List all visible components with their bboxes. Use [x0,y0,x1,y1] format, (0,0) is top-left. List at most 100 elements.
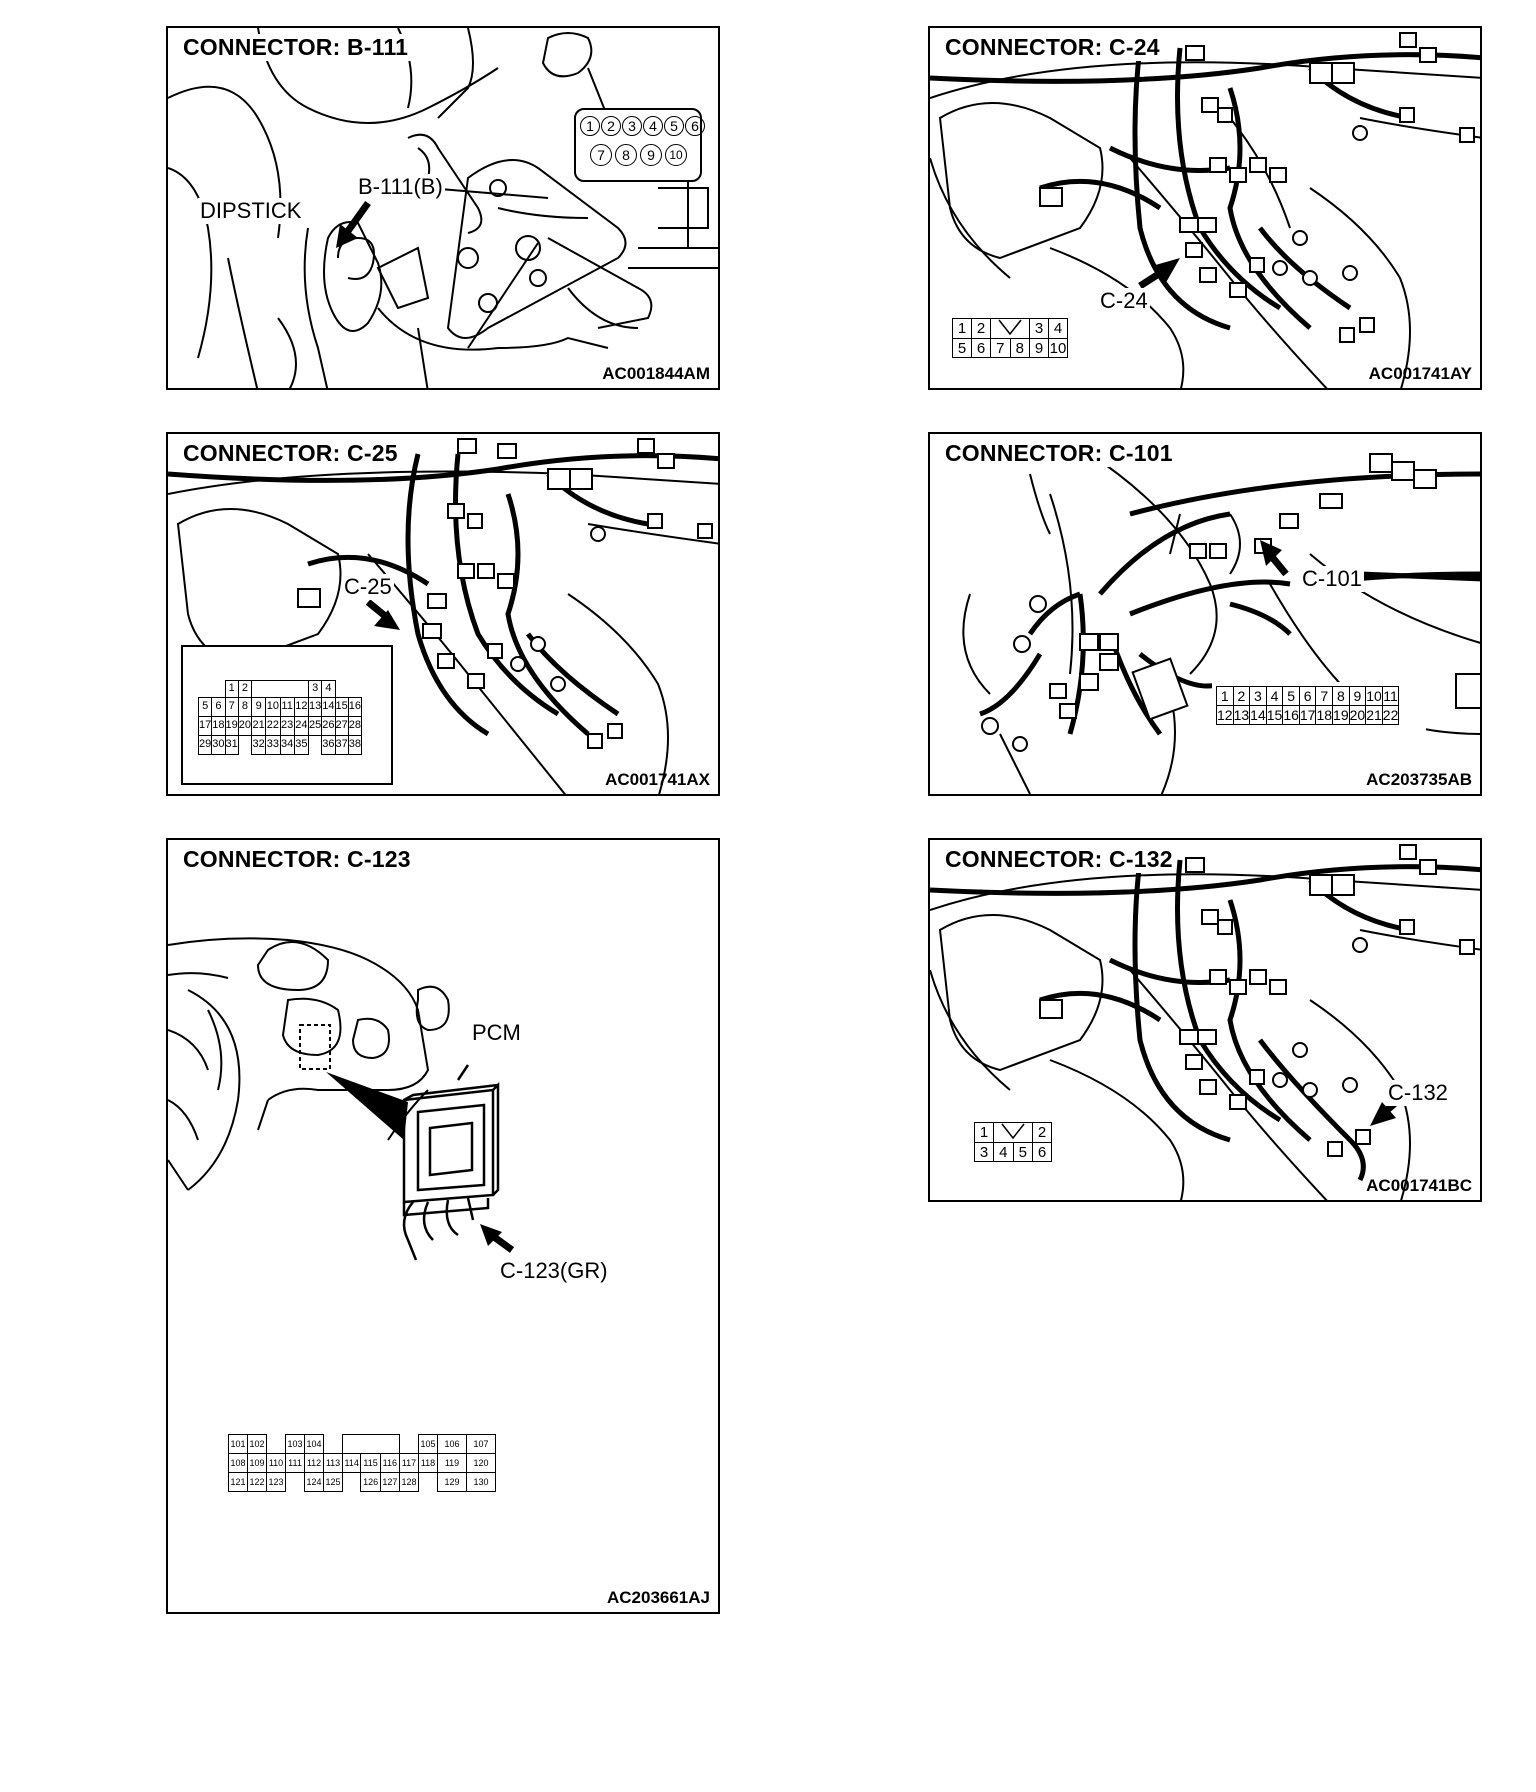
pin: 29 [197,734,213,755]
pin: 6 [971,338,991,358]
panel-title: CONNECTOR: C-25 [180,440,401,467]
pin: 18 [1315,705,1334,725]
pin: 17 [1298,705,1317,725]
pin: 10 [1048,338,1068,358]
pin: 115 [360,1453,381,1473]
pin: 8 [1332,686,1350,706]
pin: 22 [265,715,281,736]
connector-panel-b111: CONNECTOR: B-111 B-111(B) DIPSTICK 1 2 3… [166,26,720,390]
connector-panel-c132: CONNECTOR: C-132 C-132 1 2 3 4 5 6 AC001… [928,838,1482,1202]
c123-pin-table: 101 102 103 104 105 106 107 108 109 110 … [228,1434,496,1492]
pin: 119 [437,1453,467,1473]
figure-code: AC001741BC [1366,1176,1472,1195]
pin: 7 [1315,686,1334,706]
pin: 6 [1032,1142,1052,1162]
pin: 9 [1029,338,1049,358]
connector-panel-c123: CONNECTOR: C-123 PCM C-123(GR) 101 102 1… [166,838,720,1614]
panel-title: CONNECTOR: B-111 [180,34,412,61]
pin: 32 [250,734,267,755]
pin: 13 [1232,705,1251,725]
pin: 104 [304,1434,324,1454]
pin: 3 [974,1142,994,1162]
c24-dash-illustration [930,32,1480,388]
pin: 14 [321,696,336,717]
panel-title: CONNECTOR: C-123 [180,846,414,873]
connector-panel-c101: CONNECTOR: C-101 C-101 1 2 3 4 5 6 7 8 9… [928,432,1482,796]
pin: 27 [334,715,349,736]
panel-title: CONNECTOR: C-24 [942,34,1163,61]
callout-dipstick: DIPSTICK [198,198,304,224]
pin: 36 [321,734,336,755]
pin: 4 [993,1142,1014,1162]
pin: 12 [293,696,310,717]
callout-c25: C-25 [342,574,394,600]
pin: 121 [228,1472,248,1492]
pin: 113 [323,1453,343,1473]
callout-c101: C-101 [1300,566,1364,592]
callout-b111-b: B-111(B) [356,174,445,200]
pin: 23 [279,715,295,736]
pin: 2 [971,318,991,339]
pin: 19 [224,715,239,736]
callout-c123-gr: C-123(GR) [498,1258,610,1284]
pin: 111 [285,1453,305,1473]
pin: 9 [250,696,267,717]
pin: 22 [1381,705,1400,725]
pin: 128 [399,1472,419,1492]
figure-code: AC203735AB [1366,770,1472,789]
c123-dashboard-illustration [168,937,515,1261]
pin: 107 [466,1434,496,1454]
pin: 117 [399,1453,419,1473]
pin: 129 [437,1472,467,1492]
pin: 120 [466,1453,496,1473]
pin: 116 [379,1453,401,1473]
pin: 101 [228,1434,248,1454]
figure-code: AC001741AY [1368,364,1472,383]
pin: 6 [1298,686,1317,706]
pin: 6 [211,696,226,717]
pin: 2 [601,116,621,136]
c132-pin-table: 1 2 3 4 5 6 [974,1122,1052,1162]
c132-dash-illustration [930,844,1480,1200]
pin: 21 [250,715,267,736]
pin: 21 [1365,705,1383,725]
pin: 3 [1249,686,1267,706]
pin: 5 [1282,686,1300,706]
pin: 108 [228,1453,248,1473]
pin: 35 [293,734,310,755]
pin: 2 [237,680,253,698]
pin: 3 [307,680,323,698]
pin: 11 [1381,686,1400,706]
pin: 125 [323,1472,343,1492]
c25-pin-table: 1 2 3 4 5 6 7 8 9 10 11 12 13 14 15 16 1… [197,680,363,755]
pin: 122 [247,1472,267,1492]
pin: 20 [237,715,253,736]
pin: 130 [466,1472,496,1492]
pin: 7 [224,696,239,717]
pin: 9 [1348,686,1367,706]
pin: 106 [437,1434,467,1454]
pin: 10 [665,144,687,166]
pin: 28 [347,715,363,736]
pin: 110 [266,1453,286,1473]
pin: 12 [1216,705,1234,725]
pin: 118 [418,1453,438,1473]
pin: 123 [266,1472,286,1492]
pin: 17 [197,715,213,736]
pin: 8 [237,696,253,717]
pin: 3 [1029,318,1049,339]
pin: 5 [1012,1142,1033,1162]
pin: 8 [1009,338,1030,358]
pin: 2 [1032,1122,1052,1143]
pin: 38 [347,734,363,755]
callout-pcm: PCM [470,1020,523,1046]
pin: 126 [360,1472,381,1492]
pin: 10 [1365,686,1383,706]
pin: 109 [247,1453,267,1473]
pin: 10 [265,696,281,717]
pin: 4 [643,116,663,136]
callout-c24: C-24 [1098,288,1150,314]
panel-title: CONNECTOR: C-132 [942,846,1176,873]
panel-title: CONNECTOR: C-101 [942,440,1176,467]
pin-key [993,1122,1033,1143]
